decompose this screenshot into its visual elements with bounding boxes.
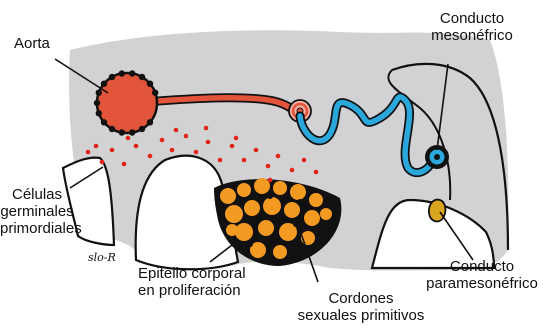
aorta-wall-bead <box>139 74 145 80</box>
germ-cell <box>230 144 235 149</box>
label-conducto-paramesonefrico: Conducto paramesonéfrico <box>410 258 554 292</box>
germ-cell <box>204 126 209 131</box>
germ-cell <box>276 154 281 159</box>
sex-cord-gap <box>297 199 303 205</box>
germ-cell <box>194 150 199 155</box>
sex-cord-blob <box>273 181 287 195</box>
sex-cord-blob <box>320 208 332 220</box>
aorta-wall-bead <box>119 70 125 76</box>
sex-cord-gap <box>267 193 273 199</box>
sex-cord-blob <box>304 210 320 226</box>
sex-cord-blob <box>263 197 281 215</box>
aorta-wall-bead <box>147 81 153 87</box>
paramesonephric-duct <box>429 200 446 222</box>
sex-cord-blob <box>258 220 274 236</box>
aorta-wall-bead <box>119 129 125 135</box>
aorta-wall-bead <box>96 110 102 116</box>
germ-cell <box>184 134 189 139</box>
aorta-wall-bead <box>129 70 135 76</box>
sex-cord-gap <box>279 215 285 221</box>
sex-cord-gap <box>237 200 243 206</box>
germ-cell <box>268 178 273 183</box>
aorta-wall-bead <box>147 119 153 125</box>
germ-cell <box>234 136 239 141</box>
artist-signature: slo-R <box>88 251 116 264</box>
aorta-wall-bead <box>94 100 100 106</box>
germ-cell <box>302 158 307 163</box>
germ-cell <box>110 148 115 153</box>
sex-cord-blob <box>254 178 270 194</box>
sex-cord-blob <box>235 223 253 241</box>
sex-cord-blob <box>237 183 251 197</box>
germ-cell <box>170 148 175 153</box>
label-aorta: Aorta <box>14 35 50 52</box>
sex-cord-blob <box>225 205 243 223</box>
label-epitelio-corporal: Epitelio corporal en proliferación <box>138 265 246 299</box>
germ-cell <box>148 154 153 159</box>
sex-cord-blob <box>226 224 238 236</box>
sex-cord-blob <box>273 245 287 259</box>
aorta-wall-bead <box>109 126 115 132</box>
sex-cord-blob <box>290 184 306 200</box>
aorta-wall-bead <box>96 90 102 96</box>
germ-cell <box>290 168 295 173</box>
germ-cell <box>160 138 165 143</box>
germ-cell <box>254 148 259 153</box>
aorta-wall-bead <box>101 119 107 125</box>
germ-cell <box>94 144 99 149</box>
germ-cell <box>100 160 105 165</box>
aorta-wall-bead <box>152 90 158 96</box>
sex-cord-blob <box>309 193 323 207</box>
sex-cord-blob <box>244 200 260 216</box>
germ-cell <box>134 144 139 149</box>
germ-cell <box>122 162 127 167</box>
label-celulas-germinales: Células germinales primordiales <box>0 186 74 237</box>
sex-cord-gap <box>269 237 275 243</box>
sex-cord-gap <box>255 217 261 223</box>
germ-cell <box>206 140 211 145</box>
aorta-wall-bead <box>109 74 115 80</box>
sex-cord-gap <box>247 241 253 247</box>
label-conducto-mesonefrico: Conducto mesonéfrico <box>420 10 524 44</box>
germ-cell <box>86 150 91 155</box>
label-cordones-sexuales: Cordones sexuales primitivos <box>276 290 446 324</box>
sex-cord-blob <box>220 188 236 204</box>
germ-cell <box>126 136 131 141</box>
germ-cell <box>314 170 319 175</box>
aorta-wall-bead <box>101 81 107 87</box>
germ-cell <box>218 158 223 163</box>
sex-cord-blob <box>284 202 300 218</box>
germ-cell <box>242 158 247 163</box>
aorta-wall-bead <box>139 126 145 132</box>
germ-cell <box>266 164 271 169</box>
germ-cell <box>174 128 179 133</box>
aorta-wall-bead <box>129 129 135 135</box>
